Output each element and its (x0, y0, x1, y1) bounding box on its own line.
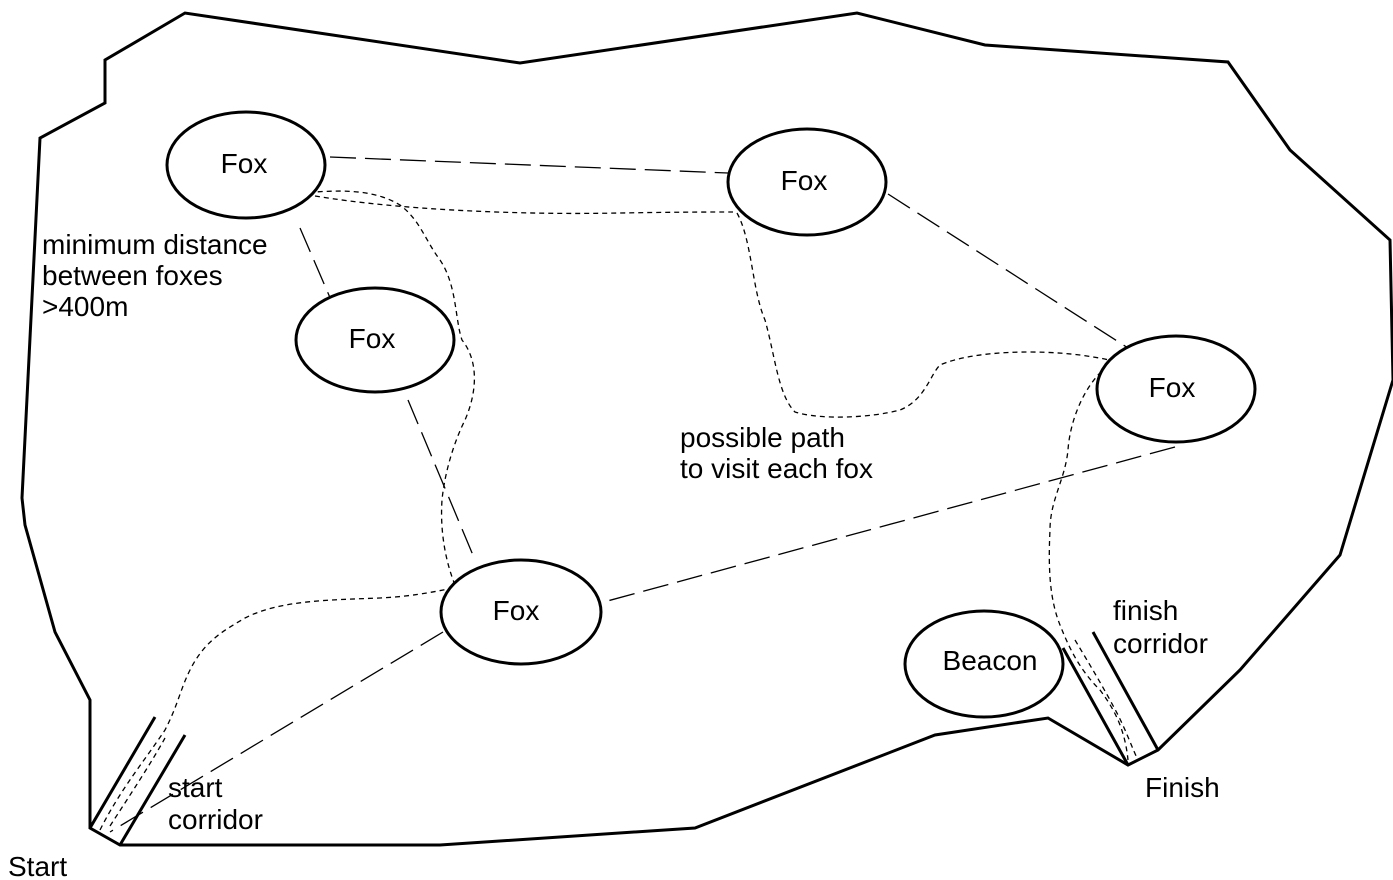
finish-corridor-wall-left (1061, 647, 1130, 766)
finish-label: Finish (1145, 772, 1220, 803)
fox-ellipse (439, 558, 603, 666)
minimum-distance-lines (109, 156, 1176, 833)
fox-label: Fox (493, 595, 540, 626)
distance-line-fox3-fox5 (407, 399, 476, 561)
fox-node-4: Fox (1095, 334, 1257, 444)
fox-ellipse (165, 110, 327, 220)
start-corridor-line-2: corridor (168, 804, 263, 835)
beacon-ellipse (903, 609, 1065, 719)
finish-corridor-line-2: corridor (1113, 628, 1208, 659)
fox-node-2: Fox (726, 127, 888, 237)
fox-label: Fox (781, 165, 828, 196)
fox-ellipse (1095, 334, 1257, 444)
fox-ellipse (726, 127, 888, 237)
finish-corridor-line-1: finish (1113, 595, 1178, 626)
start-corridor-annotation: start corridor (168, 772, 263, 835)
possible-path-annotation: possible path to visit each fox (680, 422, 873, 484)
path-fox4-to-finish (1048, 359, 1129, 761)
distance-line-fox1-fox3 (299, 227, 332, 301)
distance-note-line-1: minimum distance (42, 229, 268, 260)
finish-corridor-wall-right (1091, 631, 1160, 751)
distance-note-line-3: >400m (42, 291, 128, 322)
path-finish-corridor-inner (1074, 639, 1139, 761)
fox-ellipse (294, 286, 456, 394)
path-start-corridor-inner (109, 737, 166, 827)
distance-line-fox4-fox5 (599, 446, 1176, 604)
path-note-line-1: possible path (680, 422, 845, 453)
path-fox1-to-fox2 (314, 195, 734, 215)
possible-path (99, 190, 1139, 831)
path-note-line-2: to visit each fox (680, 453, 873, 484)
fox-label: Fox (221, 148, 268, 179)
beacon-label: Beacon (943, 645, 1038, 676)
fox-node-5: Fox (439, 558, 603, 666)
distance-line-fox2-fox4 (887, 193, 1129, 349)
start-corridor-line-1: start (168, 772, 223, 803)
fox-node-1: Fox (165, 110, 327, 220)
start-label: Start (8, 851, 67, 880)
beacon-node: Beacon (903, 609, 1065, 719)
distance-line-fox5-start (109, 631, 444, 833)
path-fox2-to-fox4 (736, 212, 1121, 418)
fox-label: Fox (349, 323, 396, 354)
path-start-to-fox5 (99, 586, 461, 831)
course-boundary (20, 11, 1393, 847)
finish-corridor-annotation: finish corridor (1113, 595, 1208, 659)
minimum-distance-annotation: minimum distance between foxes >400m (42, 229, 268, 322)
path-fox5-to-fox1 (314, 190, 476, 586)
start-corridor-wall-left (88, 716, 157, 829)
start-corridor-wall-right (118, 734, 187, 846)
distance-note-line-2: between foxes (42, 260, 223, 291)
fox-label: Fox (1149, 372, 1196, 403)
distance-line-fox1-fox2 (329, 156, 729, 174)
fox-node-3: Fox (294, 286, 456, 394)
